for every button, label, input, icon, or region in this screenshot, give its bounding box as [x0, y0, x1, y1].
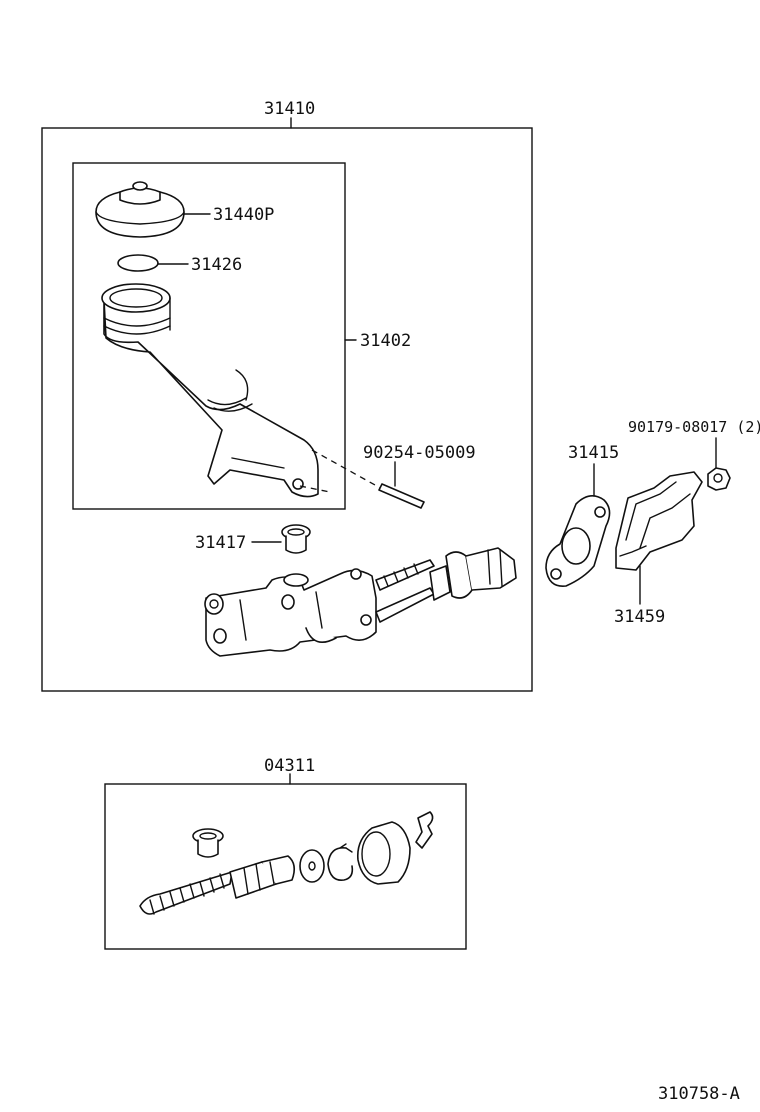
reservoir-drawing — [101, 283, 319, 498]
master-cylinder-drawing — [204, 547, 517, 657]
kit-snap-ring-drawing — [327, 843, 354, 881]
label-31440P: 31440P — [213, 205, 274, 225]
label-31426: 31426 — [191, 255, 242, 275]
pin-drawing — [378, 483, 425, 509]
kit-clip-drawing — [415, 811, 434, 849]
pin-alignment-line — [299, 449, 385, 493]
reservoir-cap-drawing — [95, 181, 185, 238]
bracket-group: 31459 — [614, 471, 703, 627]
label-31417: 31417 — [195, 533, 246, 553]
label-90179-08017: 90179-08017 (2) — [628, 418, 760, 436]
bracket-drawing — [615, 471, 703, 571]
nut-drawing — [707, 467, 731, 491]
label-31402: 31402 — [360, 331, 411, 351]
label-31410: 31410 — [264, 99, 315, 119]
kit-boot-drawing — [356, 821, 411, 885]
diagram-code: 310758-A — [658, 1084, 740, 1104]
plug-drawing — [281, 524, 311, 554]
repair-kit-frame — [104, 783, 467, 950]
gasket-group: 31415 — [545, 443, 619, 587]
kit-washer-drawing — [299, 849, 325, 883]
label-04311: 04311 — [264, 756, 315, 776]
kit-plug-drawing — [192, 828, 224, 858]
assembly-frame — [41, 127, 533, 692]
reservoir-seal-drawing — [117, 254, 159, 272]
reservoir-frame — [72, 162, 346, 510]
nut-group: 90179-08017 (2) — [628, 418, 760, 491]
kit-piston-drawing — [139, 855, 296, 915]
label-90254-05009: 90254-05009 — [363, 443, 476, 463]
label-31415: 31415 — [568, 443, 619, 463]
label-31459: 31459 — [614, 607, 665, 627]
repair-kit-group: 04311 — [104, 756, 467, 950]
assembly-31410-group: 31410 31440P 31426 — [41, 99, 533, 692]
